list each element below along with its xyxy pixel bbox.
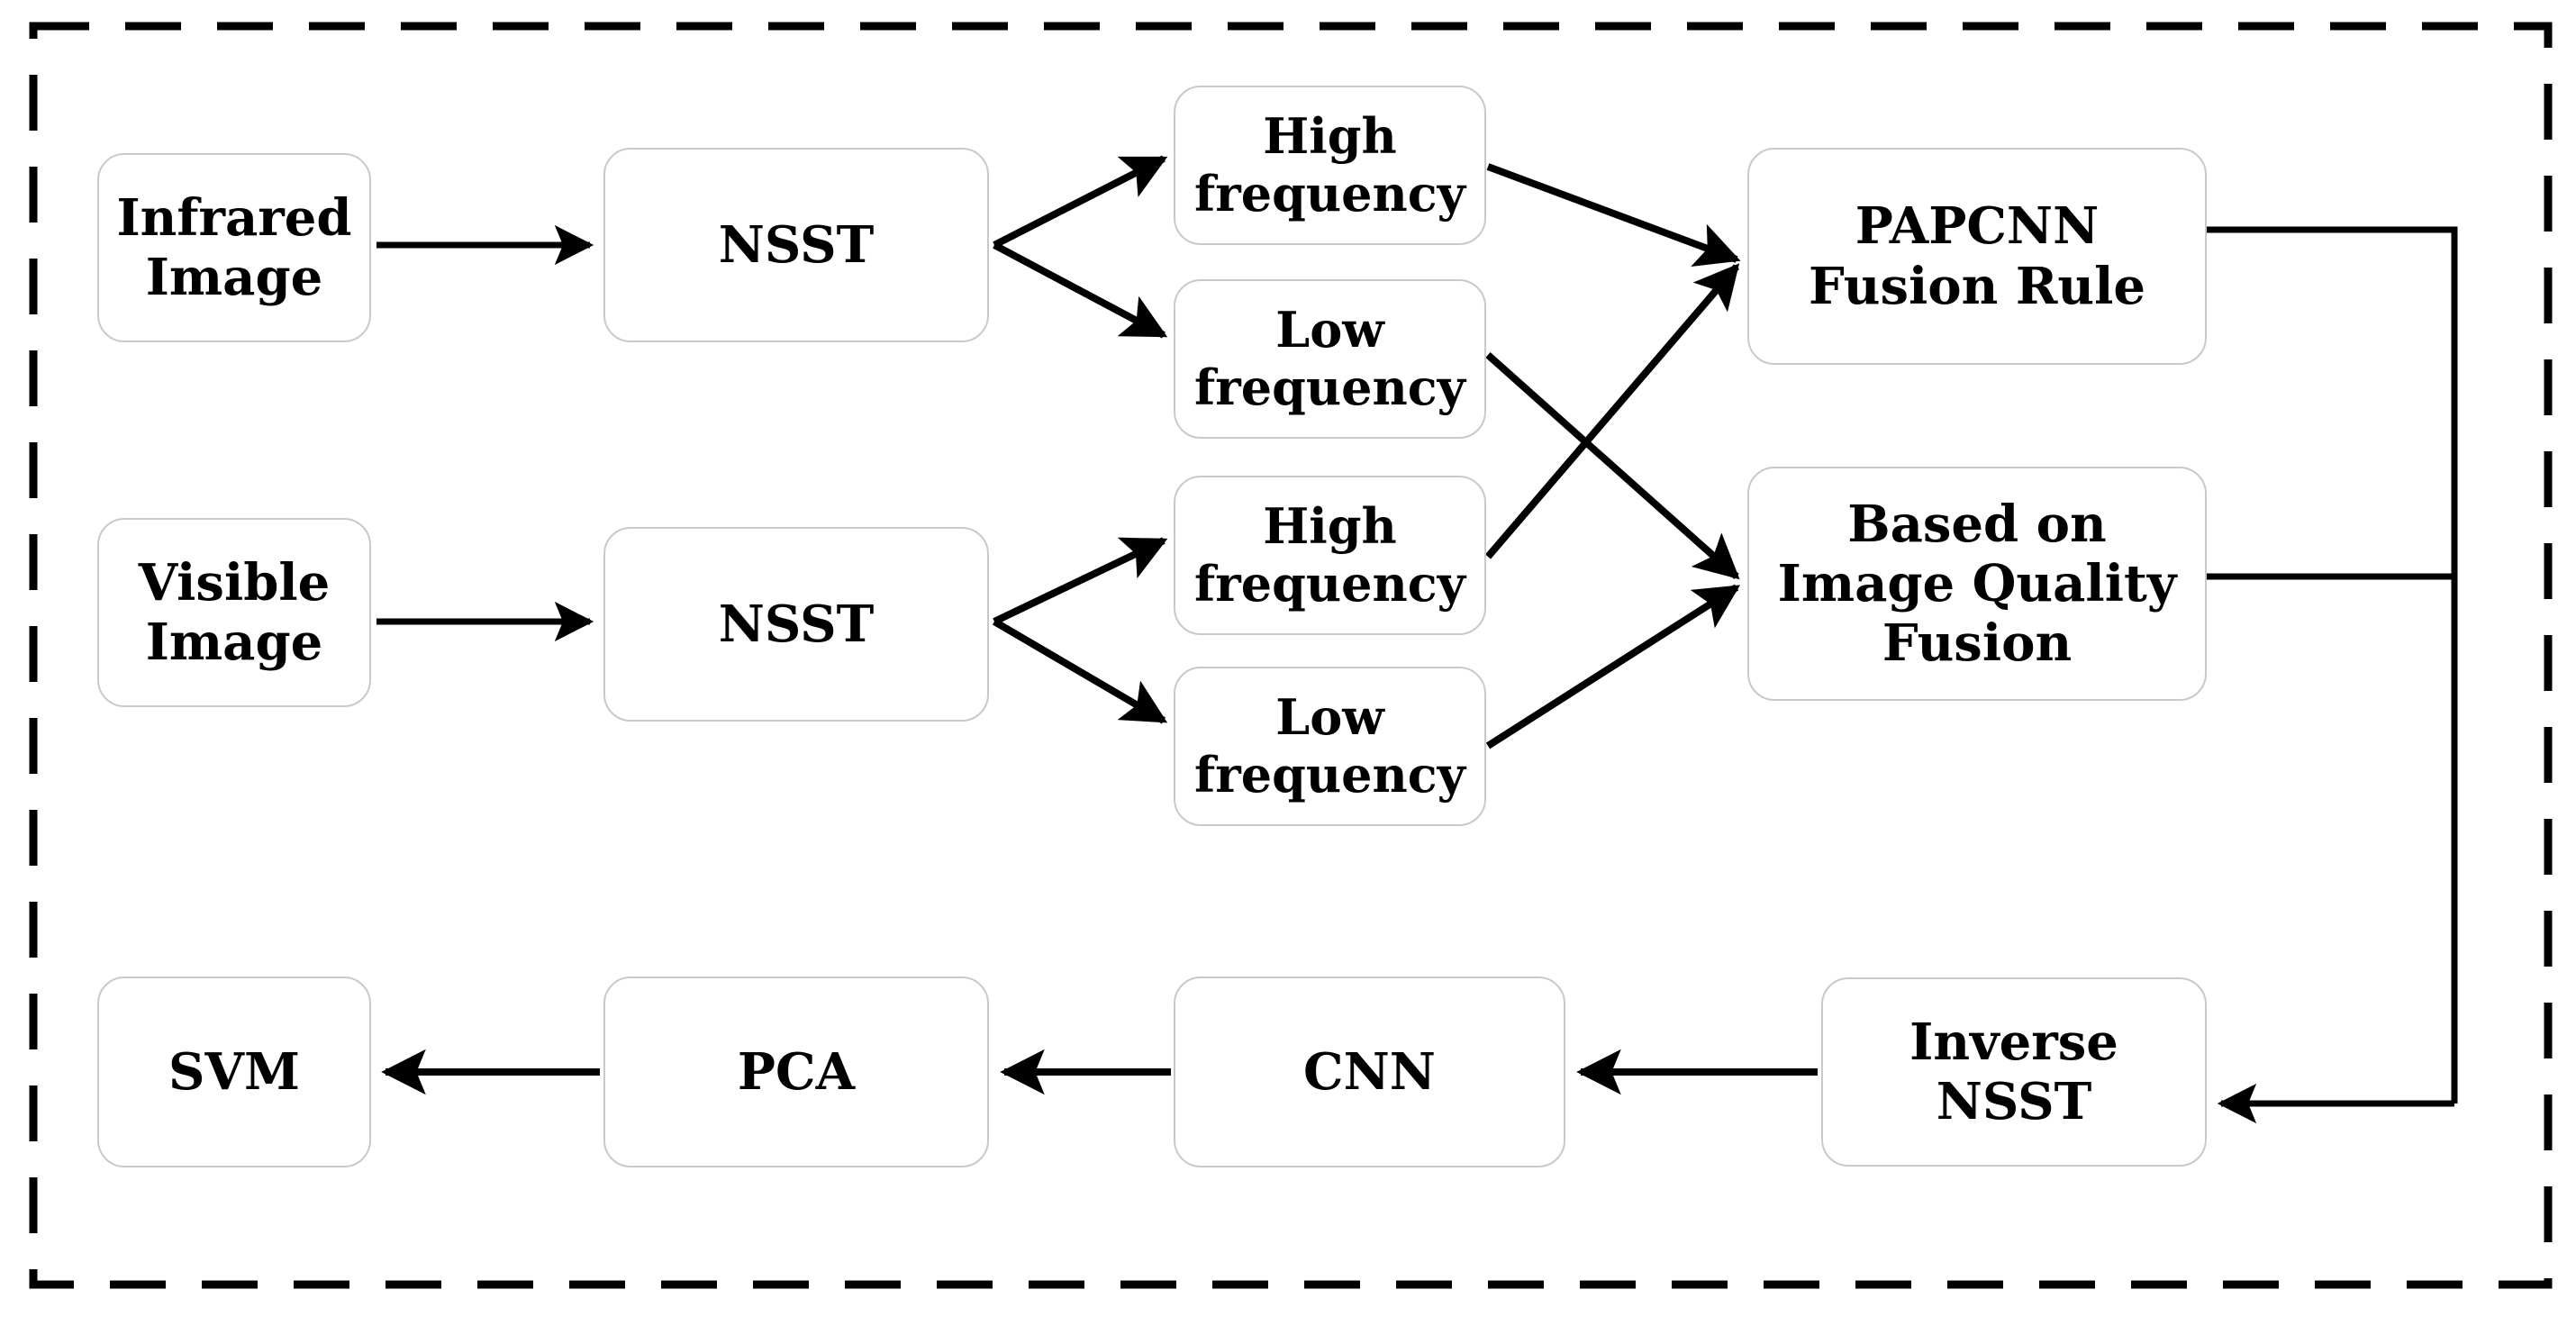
node-label-image-quality-fusion: Based on Image Quality Fusion <box>1777 494 2177 674</box>
edge-high-top-to-papcnn <box>1486 163 1741 267</box>
edge-nsst-bottom-to-high <box>993 537 1168 625</box>
edge-papcnn-to-bus <box>2205 226 2458 1104</box>
node-label-inverse-nsst: Inverse NSST <box>1909 1012 2118 1131</box>
edge-low-bottom-to-quality <box>1485 584 1741 749</box>
node-label-svm: SVM <box>168 1041 300 1102</box>
edge-nsst-bottom-to-low <box>992 618 1168 724</box>
node-low-frequency-bottom[interactable]: Low frequency <box>1174 667 1486 826</box>
node-label-high-frequency-top: High frequency <box>1194 106 1465 223</box>
node-papcnn-fusion-rule[interactable]: PAPCNN Fusion Rule <box>1747 148 2207 365</box>
node-label-nsst-bottom: NSST <box>718 594 875 654</box>
node-label-cnn: CNN <box>1303 1041 1436 1102</box>
node-nsst-bottom[interactable]: NSST <box>603 527 989 722</box>
node-inverse-nsst[interactable]: Inverse NSST <box>1821 977 2207 1167</box>
node-low-frequency-top[interactable]: Low frequency <box>1174 279 1486 439</box>
node-high-frequency-top[interactable]: High frequency <box>1174 86 1486 245</box>
edge-low-top-to-quality <box>1485 352 1740 580</box>
node-svm[interactable]: SVM <box>97 976 371 1167</box>
node-high-frequency-bottom[interactable]: High frequency <box>1174 476 1486 635</box>
node-label-high-frequency-bottom: High frequency <box>1194 496 1465 613</box>
node-label-infrared-image: Infrared Image <box>116 187 352 307</box>
node-label-nsst-top: NSST <box>718 214 875 275</box>
node-label-low-frequency-bottom: Low frequency <box>1194 687 1465 804</box>
node-visible-image[interactable]: Visible Image <box>97 518 371 707</box>
node-label-low-frequency-top: Low frequency <box>1194 300 1465 416</box>
edge-high-bottom-to-papcnn <box>1484 263 1740 559</box>
node-label-visible-image: Visible Image <box>138 552 331 672</box>
node-infrared-image[interactable]: Infrared Image <box>97 153 371 342</box>
edge-nsst-top-to-low <box>993 241 1168 339</box>
node-cnn[interactable]: CNN <box>1174 976 1565 1167</box>
node-nsst-top[interactable]: NSST <box>603 148 989 342</box>
dashed-frame <box>29 22 2553 1289</box>
node-image-quality-fusion[interactable]: Based on Image Quality Fusion <box>1747 467 2207 701</box>
node-label-papcnn-fusion-rule: PAPCNN Fusion Rule <box>1808 196 2145 316</box>
node-pca[interactable]: PCA <box>603 976 989 1167</box>
node-label-pca: PCA <box>737 1041 856 1102</box>
edge-nsst-top-to-high <box>993 155 1168 249</box>
